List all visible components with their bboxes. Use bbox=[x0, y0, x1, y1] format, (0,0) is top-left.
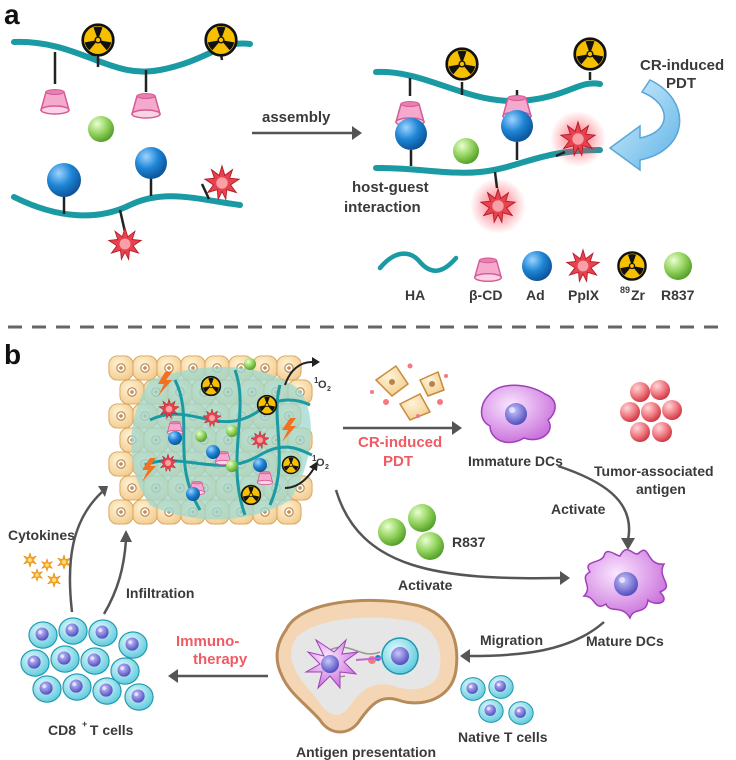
o2-top-sub: 2 bbox=[327, 386, 331, 393]
ad-sphere-icon bbox=[522, 251, 552, 281]
pplx-star-icon bbox=[566, 249, 600, 282]
cd8-label-main: CD8 bbox=[48, 722, 76, 738]
cr-pdt-label-b-1: CR-induced bbox=[358, 434, 442, 451]
arrowhead bbox=[621, 538, 635, 550]
r837-sphere-icon bbox=[88, 116, 114, 142]
legend-label-ha: HA bbox=[405, 287, 425, 303]
r837-label: R837 bbox=[452, 534, 486, 550]
legend-label-cd: β-CD bbox=[469, 287, 502, 303]
mature-dc-cell bbox=[582, 549, 667, 620]
cr-pdt-label-a-1: CR-induced bbox=[640, 57, 724, 74]
panel-b-letter: b bbox=[4, 339, 21, 370]
panel-a-letter: a bbox=[4, 0, 20, 30]
radiation-icon bbox=[617, 251, 647, 281]
dying-tumor-cells bbox=[370, 363, 448, 421]
native-t-cells-label: Native T cells bbox=[458, 729, 548, 745]
tumor-cell bbox=[108, 451, 134, 477]
activate-right-label: Activate bbox=[551, 501, 606, 517]
ha-strand-top-left bbox=[11, 23, 253, 119]
o2-bottom-sup: 1 bbox=[312, 454, 317, 463]
o2-bottom-main: O bbox=[316, 457, 325, 469]
arrowhead bbox=[120, 530, 132, 542]
r837-ball bbox=[378, 518, 406, 546]
arrowhead bbox=[460, 649, 470, 663]
o2-top-main: O bbox=[318, 379, 327, 391]
r837-legend-sphere-icon bbox=[664, 252, 692, 280]
native-t-cells bbox=[460, 675, 534, 725]
migration-label: Migration bbox=[480, 632, 543, 648]
cr-pdt-label-b-2: PDT bbox=[383, 453, 413, 470]
infiltration-label: Infiltration bbox=[126, 585, 194, 601]
migration-arrow bbox=[469, 621, 605, 658]
hydrogel-network bbox=[131, 358, 313, 520]
immunotherapy-label-2: therapy bbox=[193, 651, 248, 668]
tumor-cell bbox=[108, 355, 134, 381]
activate-center-label: Activate bbox=[398, 577, 453, 593]
activate-arrow-center bbox=[334, 489, 561, 580]
cd8-label-sup: + bbox=[82, 719, 87, 729]
beta-cd-cup-icon bbox=[473, 257, 503, 283]
cr-pdt-curved-arrow bbox=[608, 79, 681, 172]
immunotherapy-label-1: Immuno- bbox=[176, 633, 239, 650]
legend-label-zr: Zr bbox=[631, 287, 646, 303]
assembled-hydrogel bbox=[373, 37, 607, 234]
cytokines-label: Cytokines bbox=[8, 527, 75, 543]
arrowhead bbox=[98, 486, 108, 497]
r837-ball bbox=[408, 504, 436, 532]
legend-label-ad: Ad bbox=[526, 287, 545, 303]
arrowhead bbox=[309, 461, 318, 471]
o2-bottom-sub: 2 bbox=[325, 464, 329, 471]
ha-strand-bottom-left bbox=[11, 147, 243, 260]
legend-label-r837: R837 bbox=[661, 287, 695, 303]
ha-wave-icon bbox=[377, 251, 459, 273]
o2-top-sup: 1 bbox=[314, 376, 319, 385]
arrowhead bbox=[312, 357, 320, 367]
cr-pdt-label-a-2: PDT bbox=[666, 75, 696, 92]
activate-arrow-right bbox=[557, 464, 631, 541]
cytokine-arrow bbox=[68, 491, 103, 613]
tumor-antigen-cluster bbox=[620, 380, 682, 442]
legend bbox=[377, 249, 692, 283]
arrowhead bbox=[452, 421, 462, 435]
cd8-t-cell-cluster bbox=[20, 617, 154, 711]
legend-label-pplx: PpIX bbox=[568, 287, 600, 303]
legend-label-zr-sup: 89 bbox=[620, 285, 630, 295]
immature-dc-cell bbox=[480, 384, 556, 444]
tumor-cell bbox=[132, 355, 158, 381]
mature-dcs-label: Mature DCs bbox=[586, 633, 664, 649]
tumor-antigen-label-2: antigen bbox=[636, 481, 686, 497]
immature-dcs-label: Immature DCs bbox=[468, 453, 563, 469]
arrowhead bbox=[168, 669, 178, 683]
antigen-presentation-label: Antigen presentation bbox=[296, 744, 436, 760]
singlet-oxygen-arrow-top bbox=[284, 361, 313, 386]
r837-ball bbox=[416, 532, 444, 560]
tumor-cell bbox=[108, 499, 134, 525]
arrowhead bbox=[560, 571, 570, 585]
cytokine-bursts bbox=[23, 552, 71, 588]
assembly-arrow bbox=[252, 126, 362, 140]
tumor-cell bbox=[108, 403, 134, 429]
infiltration-arrow bbox=[102, 539, 128, 615]
singlet-oxygen-arrow-bottom bbox=[284, 467, 315, 489]
tumor-antigen-label-1: Tumor-associated bbox=[594, 463, 714, 479]
assembly-label: assembly bbox=[262, 109, 331, 126]
host-guest-label-2: interaction bbox=[344, 199, 421, 216]
cd8-label-rest: T cells bbox=[86, 722, 134, 738]
host-guest-label-1: host-guest bbox=[352, 179, 429, 196]
lymph-node bbox=[275, 598, 459, 734]
